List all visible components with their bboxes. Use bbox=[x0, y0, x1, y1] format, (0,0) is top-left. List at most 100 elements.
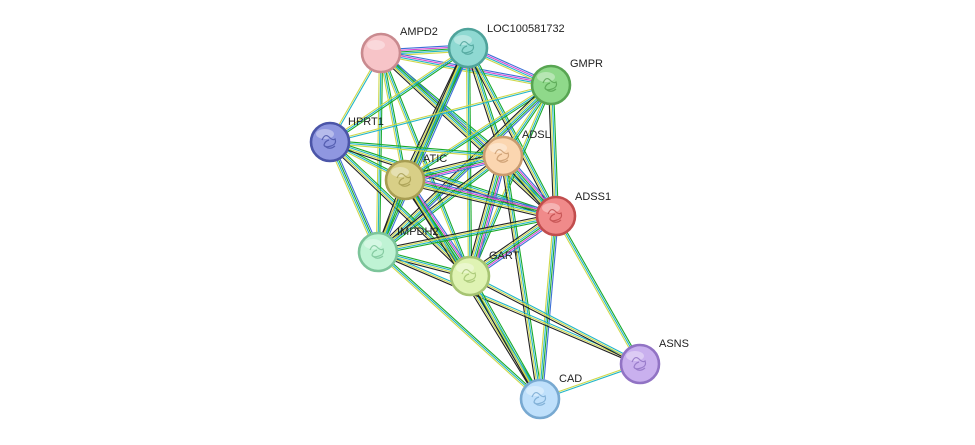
edge-strand bbox=[465, 154, 500, 276]
protein-structure-glyph bbox=[631, 356, 647, 371]
edge-strand bbox=[329, 142, 470, 277]
edge-strand bbox=[377, 214, 556, 252]
protein-structure-glyph bbox=[531, 391, 547, 406]
node-highlight bbox=[542, 203, 560, 213]
node-atic[interactable]: ATIC bbox=[384, 153, 447, 201]
node-label-ampd2: AMPD2 bbox=[400, 26, 438, 38]
protein-structure-glyph bbox=[321, 134, 337, 149]
edge-strand bbox=[380, 54, 551, 88]
edge-strand bbox=[504, 155, 543, 399]
edge-gart-asns bbox=[469, 274, 641, 366]
node-label-atic: ATIC bbox=[423, 153, 447, 165]
node-circle[interactable] bbox=[357, 231, 399, 273]
node-label-loc100581732: LOC100581732 bbox=[487, 23, 565, 35]
protein-structure-glyph bbox=[369, 244, 385, 259]
protein-structure-glyph bbox=[494, 148, 510, 163]
edge-strand bbox=[378, 217, 557, 255]
edge-impdh2-cad bbox=[376, 250, 542, 401]
edge-strand bbox=[378, 54, 555, 219]
edge-gart-cad bbox=[467, 274, 543, 401]
node-loc100581732[interactable]: LOC100581732 bbox=[447, 23, 565, 69]
protein-structure-glyph bbox=[542, 77, 558, 92]
node-circle[interactable] bbox=[360, 32, 402, 74]
node-label-gart: GART bbox=[489, 250, 520, 262]
node-circle[interactable] bbox=[535, 195, 577, 237]
node-label-cad: CAD bbox=[559, 373, 582, 385]
edge-strand bbox=[403, 183, 556, 221]
edge-strand bbox=[469, 276, 640, 366]
edge-strand bbox=[379, 53, 384, 253]
edge-adsl-gart bbox=[465, 154, 508, 278]
node-cad[interactable]: CAD bbox=[519, 373, 582, 420]
edge-strand bbox=[329, 83, 551, 142]
node-ampd2[interactable]: AMPD2 bbox=[360, 26, 438, 74]
edge-strand bbox=[470, 274, 641, 364]
edge-strand bbox=[330, 48, 470, 144]
edge-strand bbox=[377, 84, 552, 253]
node-circle[interactable] bbox=[619, 343, 661, 385]
node-label-adsl: ADSL bbox=[522, 129, 551, 141]
edge-strand bbox=[537, 215, 555, 399]
node-label-hprt1: HPRT1 bbox=[348, 116, 384, 128]
edge-strand bbox=[467, 155, 502, 276]
edge-strand bbox=[468, 276, 540, 400]
edge-strand bbox=[469, 275, 641, 365]
protein-structure-glyph bbox=[396, 172, 412, 187]
node-asns[interactable]: ASNS bbox=[619, 338, 689, 385]
protein-structure-glyph bbox=[547, 208, 563, 223]
edge-strand bbox=[503, 155, 542, 399]
node-circle[interactable] bbox=[519, 378, 561, 420]
edge-strand bbox=[501, 156, 540, 400]
node-circle[interactable] bbox=[447, 27, 489, 69]
edge-strand bbox=[380, 52, 406, 181]
edge-strand bbox=[541, 216, 559, 400]
edge-strand bbox=[328, 46, 468, 142]
node-circle[interactable] bbox=[449, 255, 491, 297]
edge-strand bbox=[404, 181, 556, 219]
edge-strand bbox=[327, 143, 469, 279]
edge-strand bbox=[555, 215, 641, 365]
edge-strand bbox=[405, 178, 557, 216]
edge-adss1-asns bbox=[554, 214, 642, 366]
edge-strand bbox=[375, 82, 550, 251]
edge-strand bbox=[377, 154, 503, 252]
node-circle[interactable] bbox=[530, 64, 572, 106]
edge-strand bbox=[540, 216, 558, 400]
edge-loc100581732-adss1 bbox=[465, 46, 559, 218]
edges-layer bbox=[327, 44, 642, 401]
edge-strand bbox=[329, 141, 504, 157]
edge-strand bbox=[404, 180, 556, 218]
node-highlight bbox=[454, 35, 472, 45]
node-hprt1[interactable]: HPRT1 bbox=[309, 116, 384, 163]
edge-strand bbox=[470, 275, 542, 399]
node-gmpr[interactable]: GMPR bbox=[530, 58, 603, 106]
edge-strand bbox=[377, 52, 382, 253]
edge-adss1-cad bbox=[537, 215, 559, 400]
edge-strand bbox=[403, 47, 468, 180]
protein-structure-glyph bbox=[459, 40, 475, 55]
node-circle[interactable] bbox=[384, 159, 426, 201]
edge-strand bbox=[554, 216, 640, 366]
node-highlight bbox=[367, 40, 385, 50]
node-adss1[interactable]: ADSS1 bbox=[535, 191, 611, 237]
node-label-asns: ASNS bbox=[659, 338, 689, 350]
edge-adsl-impdh2 bbox=[376, 153, 505, 255]
edge-ampd2-impdh2 bbox=[375, 52, 384, 253]
node-highlight bbox=[526, 386, 544, 396]
edge-adss1-impdh2 bbox=[377, 213, 557, 255]
edge-strand bbox=[471, 274, 543, 399]
edge-strand bbox=[377, 251, 541, 400]
edge-strand bbox=[465, 48, 555, 218]
node-circle[interactable] bbox=[309, 121, 351, 163]
node-gart[interactable]: GART bbox=[449, 250, 520, 297]
edge-strand bbox=[377, 251, 641, 365]
node-circle[interactable] bbox=[482, 135, 524, 177]
node-label-adss1: ADSS1 bbox=[575, 191, 611, 203]
edge-strand bbox=[401, 46, 466, 179]
node-adsl[interactable]: ADSL bbox=[482, 129, 551, 177]
edge-strand bbox=[500, 156, 539, 400]
node-impdh2[interactable]: IMPDH2 bbox=[357, 226, 439, 273]
node-highlight bbox=[391, 167, 409, 177]
edge-strand bbox=[403, 83, 551, 180]
